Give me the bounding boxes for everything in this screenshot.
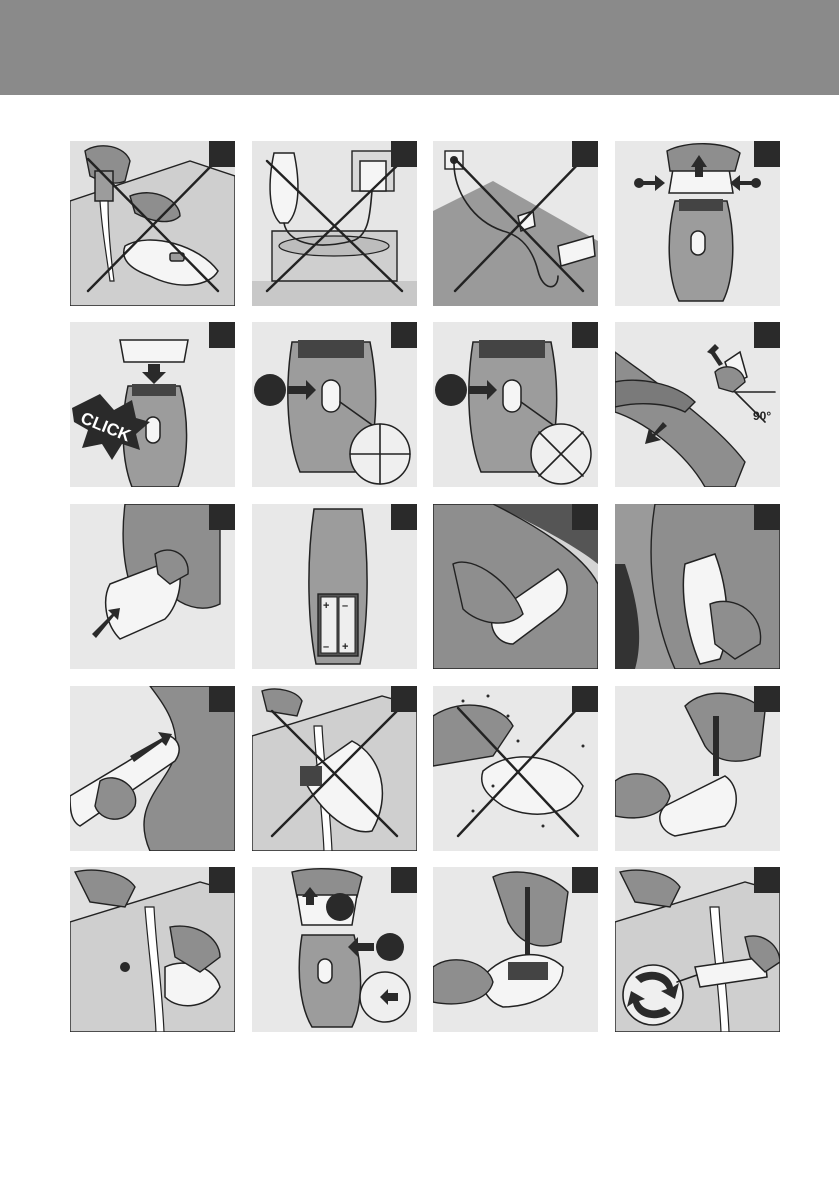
panel-7 — [433, 322, 598, 487]
step-number-box — [209, 686, 235, 712]
battery-sign-bottom-right: + — [342, 641, 348, 653]
step-number-box — [391, 686, 417, 712]
step-number-box — [391, 141, 417, 167]
step-number-box — [572, 141, 598, 167]
step-number-box — [209, 504, 235, 530]
step-number-box — [754, 141, 780, 167]
panel-12 — [615, 504, 780, 669]
panel-11 — [433, 504, 598, 669]
step-number-box — [572, 322, 598, 348]
step-number-box — [391, 322, 417, 348]
panel-4 — [615, 141, 780, 306]
panel-20 — [615, 867, 780, 1032]
panel-5: CLICK — [70, 322, 235, 487]
step-number-box — [572, 686, 598, 712]
step-number-box — [209, 141, 235, 167]
panel-15 — [433, 686, 598, 851]
panel-6 — [252, 322, 417, 487]
step-number-box — [391, 504, 417, 530]
step-number-box — [572, 867, 598, 893]
panel-14 — [252, 686, 417, 851]
step-number-box — [754, 504, 780, 530]
step-number-box — [754, 867, 780, 893]
battery-sign-bottom-left: – — [323, 641, 329, 653]
battery-sign-top-left: + — [323, 600, 329, 612]
panel-19 — [433, 867, 598, 1032]
step-number-box — [209, 867, 235, 893]
step-number-box — [209, 322, 235, 348]
panel-8: 90° — [615, 322, 780, 487]
header-band — [0, 0, 839, 95]
angle-label: 90° — [753, 409, 771, 423]
panel-16 — [615, 686, 780, 851]
panel-3 — [433, 141, 598, 306]
step-number-box — [391, 867, 417, 893]
step-number-box — [572, 504, 598, 530]
step-number-box — [754, 686, 780, 712]
step-number-box — [754, 322, 780, 348]
panel-18 — [252, 867, 417, 1032]
panel-1 — [70, 141, 235, 306]
panel-13 — [70, 686, 235, 851]
panel-10: + – – + — [252, 504, 417, 669]
battery-sign-top-right: – — [342, 600, 348, 612]
panel-2 — [252, 141, 417, 306]
panel-9 — [70, 504, 235, 669]
panel-17 — [70, 867, 235, 1032]
